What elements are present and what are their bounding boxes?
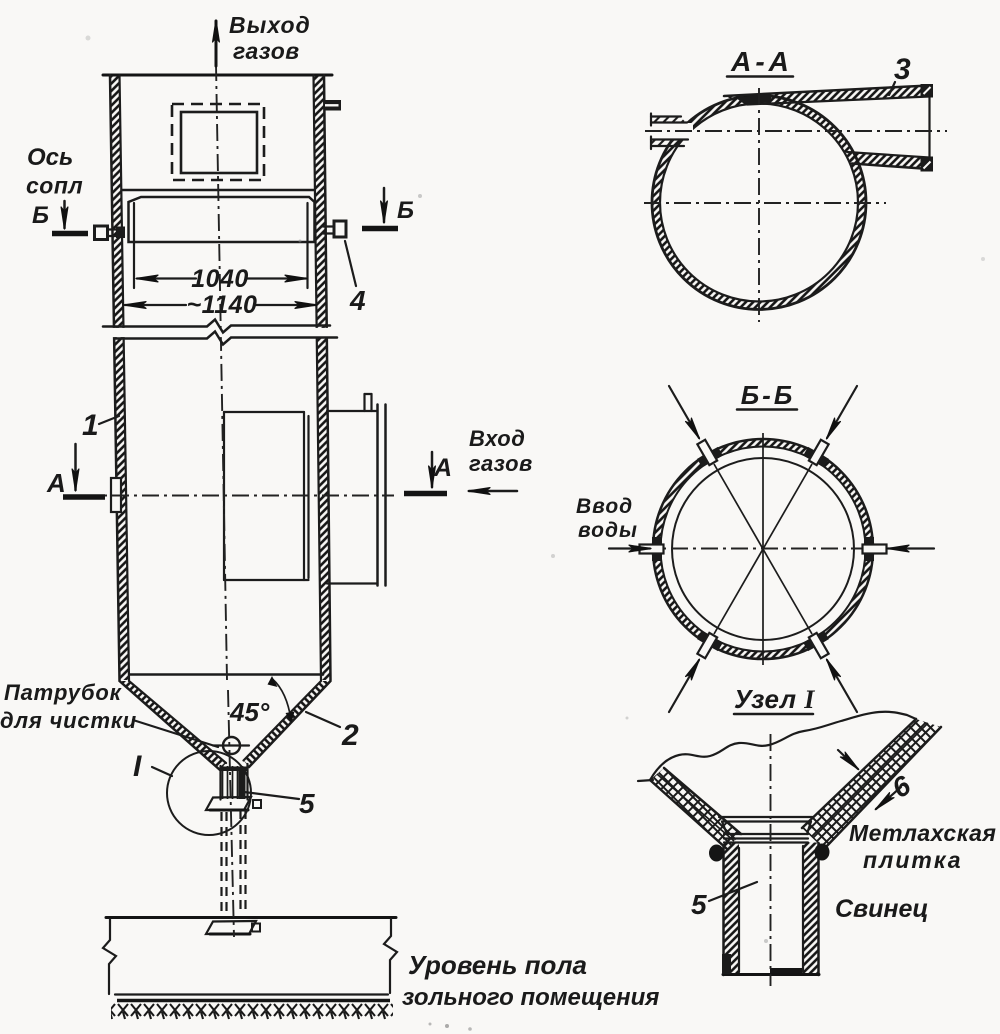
svg-text:I: I (133, 750, 142, 783)
svg-text:плитка: плитка (863, 847, 963, 873)
svg-text:для чистки: для чистки (0, 708, 137, 733)
svg-text:1: 1 (82, 409, 99, 442)
svg-text:6: 6 (887, 769, 916, 804)
svg-text:сопл: сопл (26, 173, 83, 199)
svg-text:1040: 1040 (191, 265, 249, 293)
svg-text:А: А (433, 454, 452, 482)
svg-text:Вход: Вход (469, 426, 525, 451)
svg-text:Ось: Ось (27, 144, 73, 171)
svg-text:45°: 45° (229, 697, 270, 727)
svg-text:3: 3 (894, 53, 911, 86)
svg-text:газов: газов (469, 451, 533, 476)
svg-text:5: 5 (691, 889, 707, 920)
svg-text:Свинец: Свинец (835, 895, 929, 923)
svg-text:Б: Б (397, 197, 414, 224)
svg-text:газов: газов (233, 38, 300, 64)
svg-text:А: А (46, 468, 66, 498)
svg-text:5: 5 (299, 788, 315, 819)
svg-text:Метлахская: Метлахская (849, 820, 996, 846)
svg-text:Выход: Выход (229, 12, 311, 38)
svg-text:зольного помещения: зольного помещения (402, 984, 659, 1011)
svg-text:Б-Б: Б-Б (741, 380, 795, 410)
svg-text:А-А: А-А (730, 46, 793, 77)
svg-text:Ввод: Ввод (576, 495, 633, 518)
svg-text:Б: Б (32, 202, 49, 229)
svg-text:4: 4 (349, 285, 366, 316)
svg-text:Уровень пола: Уровень пола (408, 950, 587, 980)
svg-text:~1140: ~1140 (187, 291, 258, 319)
svg-text:воды: воды (578, 519, 638, 542)
svg-text:Узел I: Узел I (734, 684, 815, 714)
svg-text:Патрубок: Патрубок (4, 680, 123, 705)
svg-text:2: 2 (341, 719, 359, 752)
